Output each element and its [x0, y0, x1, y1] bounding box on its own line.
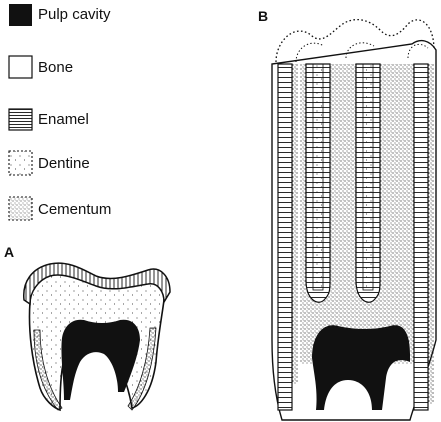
legend-label-dentine: Dentine [38, 155, 90, 172]
legend-label-cementum: Cementum [38, 201, 111, 218]
panel-label-b: B [258, 8, 268, 24]
legend-swatch-dentine [9, 151, 32, 175]
legend-label-pulp-cavity: Pulp cavity [38, 6, 111, 23]
legend-swatch-enamel [9, 109, 32, 130]
legend-swatch-bone [9, 56, 32, 78]
legend-swatch-cementum [9, 197, 32, 220]
panel-label-a: A [4, 244, 14, 260]
legend-swatch-pulp-cavity [9, 4, 32, 26]
legend-label-enamel: Enamel [38, 111, 89, 128]
legend-label-bone: Bone [38, 59, 73, 76]
tooth-a-molar [24, 263, 170, 410]
tooth-b-plate [272, 20, 436, 420]
